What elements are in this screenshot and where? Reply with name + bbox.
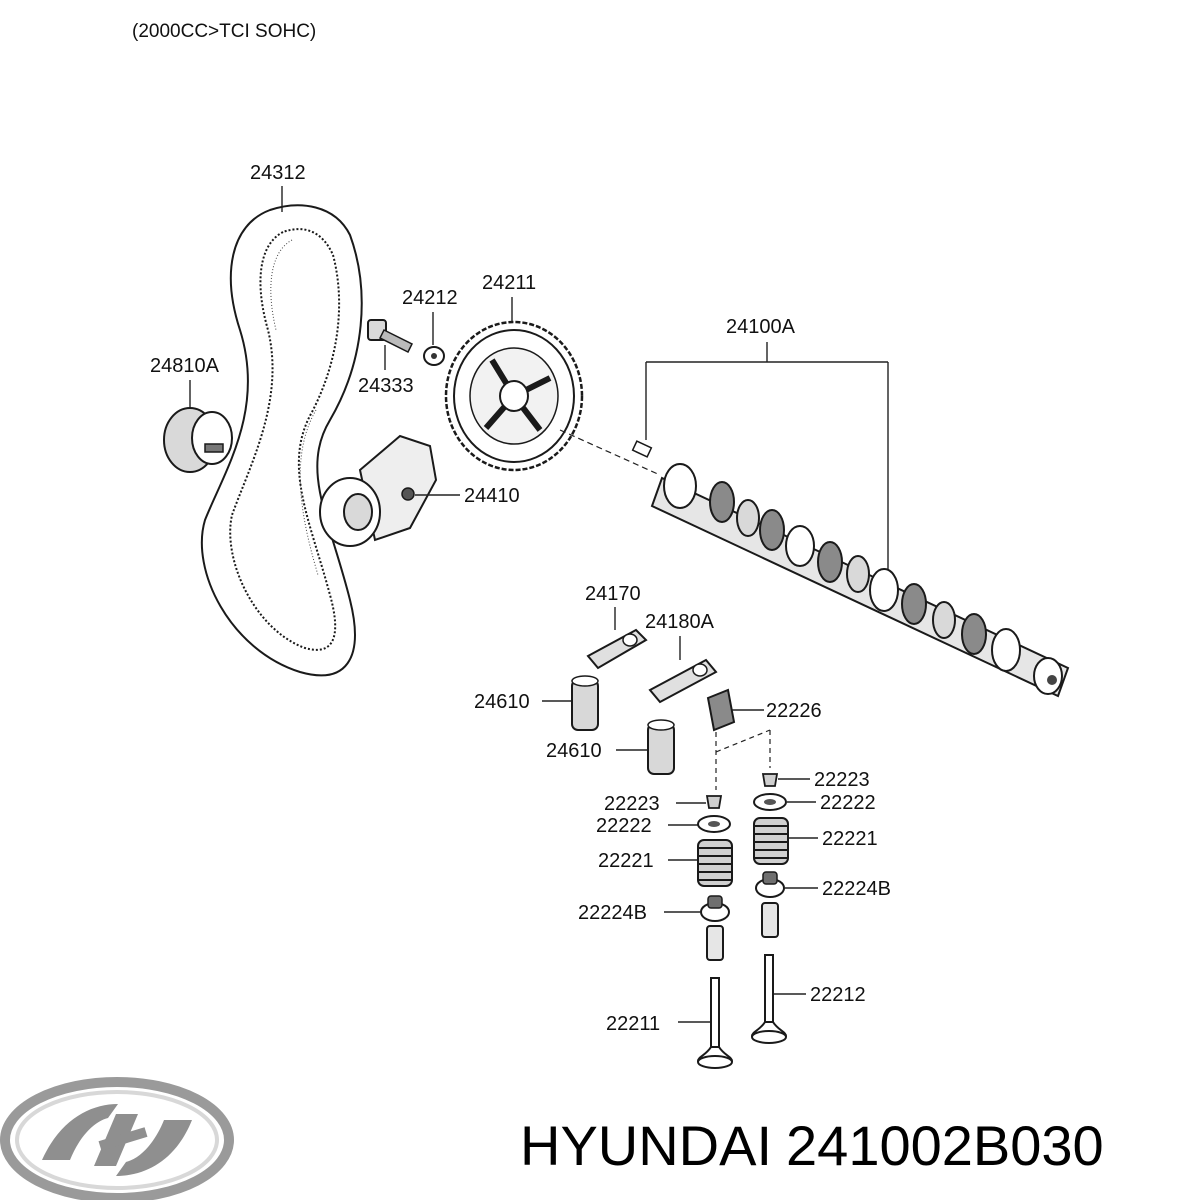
label-camshaft: 24100A [726, 316, 796, 338]
retainer-right [753, 793, 787, 811]
retainer-key-left [705, 795, 723, 809]
label-rocker-arm-b: 24180A [645, 611, 715, 633]
retainer-key-right [761, 773, 779, 787]
label-lash-adjuster-2: 24610 [546, 740, 602, 762]
lash-adjuster-1 [571, 675, 599, 731]
label-retainer-key-left: 22223 [604, 793, 660, 815]
rocker-arm-a [586, 628, 648, 670]
label-lash-adjuster-1: 24610 [474, 691, 530, 713]
label-cam-sprocket: 24211 [482, 272, 536, 294]
camshaft [650, 463, 1070, 698]
hyundai-logo-icon [0, 1077, 234, 1200]
rocker-arm-b [648, 658, 718, 704]
part-number: 241002B030 [786, 1114, 1104, 1177]
label-exhaust-valve: 22212 [810, 984, 866, 1006]
label-spring-left: 22221 [598, 850, 654, 872]
tensioner [319, 434, 438, 547]
valve-guide-right [761, 902, 779, 938]
label-rocker-arm-a: 24170 [585, 583, 641, 605]
spring-left [697, 839, 733, 887]
label-tensioner: 24410 [464, 485, 520, 507]
seal-left [700, 895, 730, 922]
lash-adjuster-2 [647, 719, 675, 775]
cam-sprocket [444, 320, 584, 472]
retainer-left [697, 815, 731, 833]
bolt [367, 319, 414, 354]
valve-guide-left [706, 925, 724, 961]
label-retainer-right: 22222 [820, 792, 876, 814]
washer [423, 346, 445, 366]
intake-valve [696, 977, 734, 1069]
label-intake-valve: 22211 [606, 1013, 660, 1035]
label-retainer-key-right: 22223 [814, 769, 870, 791]
valve-bridge [706, 688, 736, 732]
spring-right [753, 817, 789, 865]
exhaust-valve [750, 954, 788, 1044]
engine-note: (2000CC>TCI SOHC) [132, 21, 316, 42]
brand-name: HYUNDAI [520, 1114, 772, 1177]
seal-right [755, 871, 785, 898]
label-valve-bridge: 22226 [766, 700, 822, 722]
idler-pulley [163, 407, 233, 473]
label-bolt-washer: 24212 [402, 287, 458, 309]
label-bolt: 24333 [358, 375, 414, 397]
label-seal-right: 22224B [822, 878, 891, 900]
label-spring-right: 22221 [822, 828, 878, 850]
timing-belt [200, 204, 363, 677]
label-timing-belt: 24312 [250, 162, 306, 184]
label-seal-left: 22224B [578, 902, 647, 924]
label-idler: 24810A [150, 355, 220, 377]
label-retainer-left: 22222 [596, 815, 652, 837]
